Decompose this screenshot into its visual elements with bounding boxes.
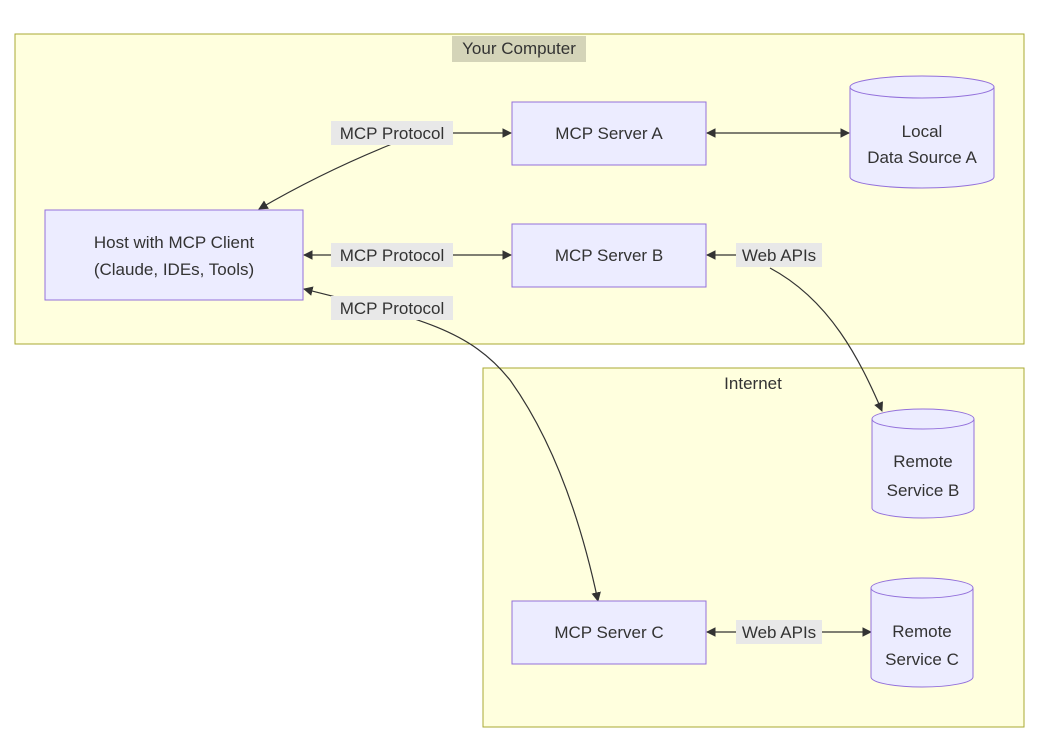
node-remote-service-c: Remote Service C (870, 577, 974, 688)
edge-label-serverB-remoteB: Web APIs (736, 243, 822, 267)
svg-text:MCP Server C: MCP Server C (554, 623, 663, 642)
edge-serverB-remoteB-curve (769, 267, 883, 412)
node-server-b: MCP Server B (511, 223, 707, 288)
svg-text:Web APIs: Web APIs (742, 246, 816, 265)
node-local-line-2: Data Source A (867, 148, 977, 167)
node-remote-c-line-2: Service C (885, 650, 959, 669)
node-remote-service-b: Remote Service B (871, 408, 975, 519)
node-host-line-2: (Claude, IDEs, Tools) (94, 260, 254, 279)
svg-text:MCP Server B: MCP Server B (555, 246, 663, 265)
edge-label-host-serverA: MCP Protocol (331, 121, 453, 145)
edge-label-host-serverB: MCP Protocol (331, 243, 453, 267)
node-local-data-source-a: Local Data Source A (849, 75, 995, 189)
node-remote-b-line-2: Service B (887, 481, 960, 500)
node-host: Host with MCP Client (Claude, IDEs, Tool… (44, 209, 304, 301)
node-server-a: MCP Server A (511, 101, 707, 166)
svg-text:MCP Protocol: MCP Protocol (340, 299, 445, 318)
group-label-internet: Internet (724, 374, 782, 393)
edge-labels: MCP Protocol MCP Protocol MCP Protocol W… (331, 121, 822, 644)
svg-text:MCP Protocol: MCP Protocol (340, 124, 445, 143)
node-local-line-1: Local (902, 122, 943, 141)
edge-host-serverA-curve (258, 143, 393, 210)
edge-label-serverC-remoteC: Web APIs (736, 620, 822, 644)
edge-label-host-serverC: MCP Protocol (331, 296, 453, 320)
node-remote-c-line-1: Remote (892, 622, 952, 641)
svg-text:MCP Protocol: MCP Protocol (340, 246, 445, 265)
node-remote-b-line-1: Remote (893, 452, 953, 471)
node-host-line-1: Host with MCP Client (94, 233, 255, 252)
node-server-c: MCP Server C (511, 600, 707, 665)
group-label-your-computer: Your Computer (462, 39, 576, 58)
svg-text:MCP Server A: MCP Server A (555, 124, 663, 143)
svg-text:Web APIs: Web APIs (742, 623, 816, 642)
